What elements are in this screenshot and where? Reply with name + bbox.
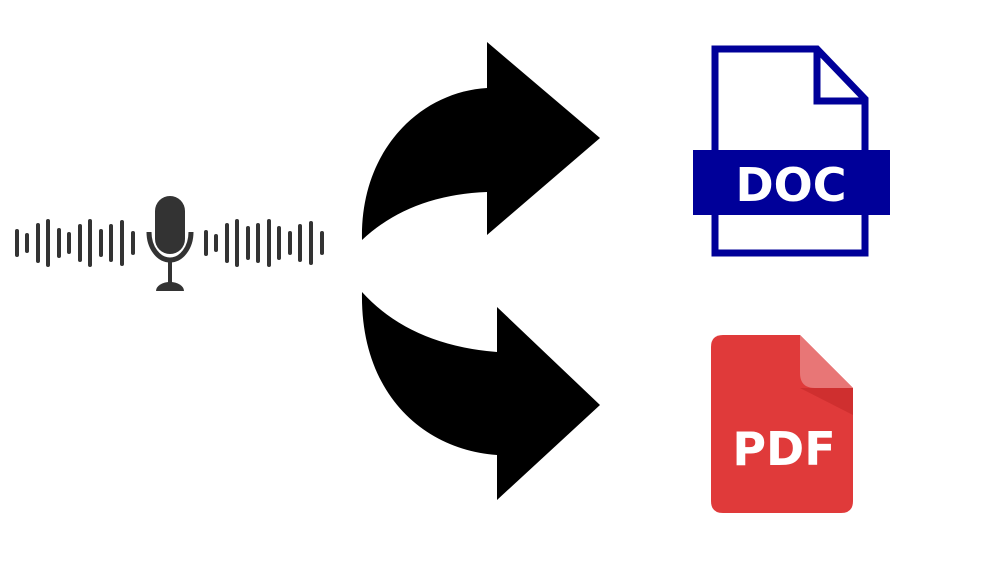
waveform-bar [120,220,124,266]
pdf-file-icon: PDF [711,335,853,513]
waveform-bar [235,219,239,267]
pdf-label: PDF [732,422,835,476]
waveform-bar [288,231,292,255]
waveform-bar [57,228,61,258]
waveform-bar [246,226,250,260]
waveform-bar [298,224,302,262]
waveform-bar [320,231,324,255]
waveform-bar [225,223,229,263]
waveform-bar [267,219,271,267]
waveform-bar [309,221,313,265]
waveform-bar [131,231,135,255]
waveform-bar [88,219,92,267]
audio-waveform-icon [15,219,324,267]
arrow-down-right-icon [361,292,600,500]
waveform-bar [204,230,208,256]
waveform-bar [15,229,19,257]
microphone-icon [146,196,194,291]
waveform-bar [78,224,82,262]
waveform-bar [46,219,50,267]
doc-label: DOC [735,158,846,212]
arrow-up-right-icon [361,42,600,240]
waveform-bar [256,223,260,263]
waveform-bar [277,226,281,260]
waveform-bar [99,229,103,257]
waveform-bar [25,233,29,253]
waveform-bar [36,223,40,263]
waveform-bar [109,224,113,262]
doc-file-icon: DOC [693,45,890,257]
waveform-bar [214,234,218,252]
waveform-bar [67,232,71,254]
